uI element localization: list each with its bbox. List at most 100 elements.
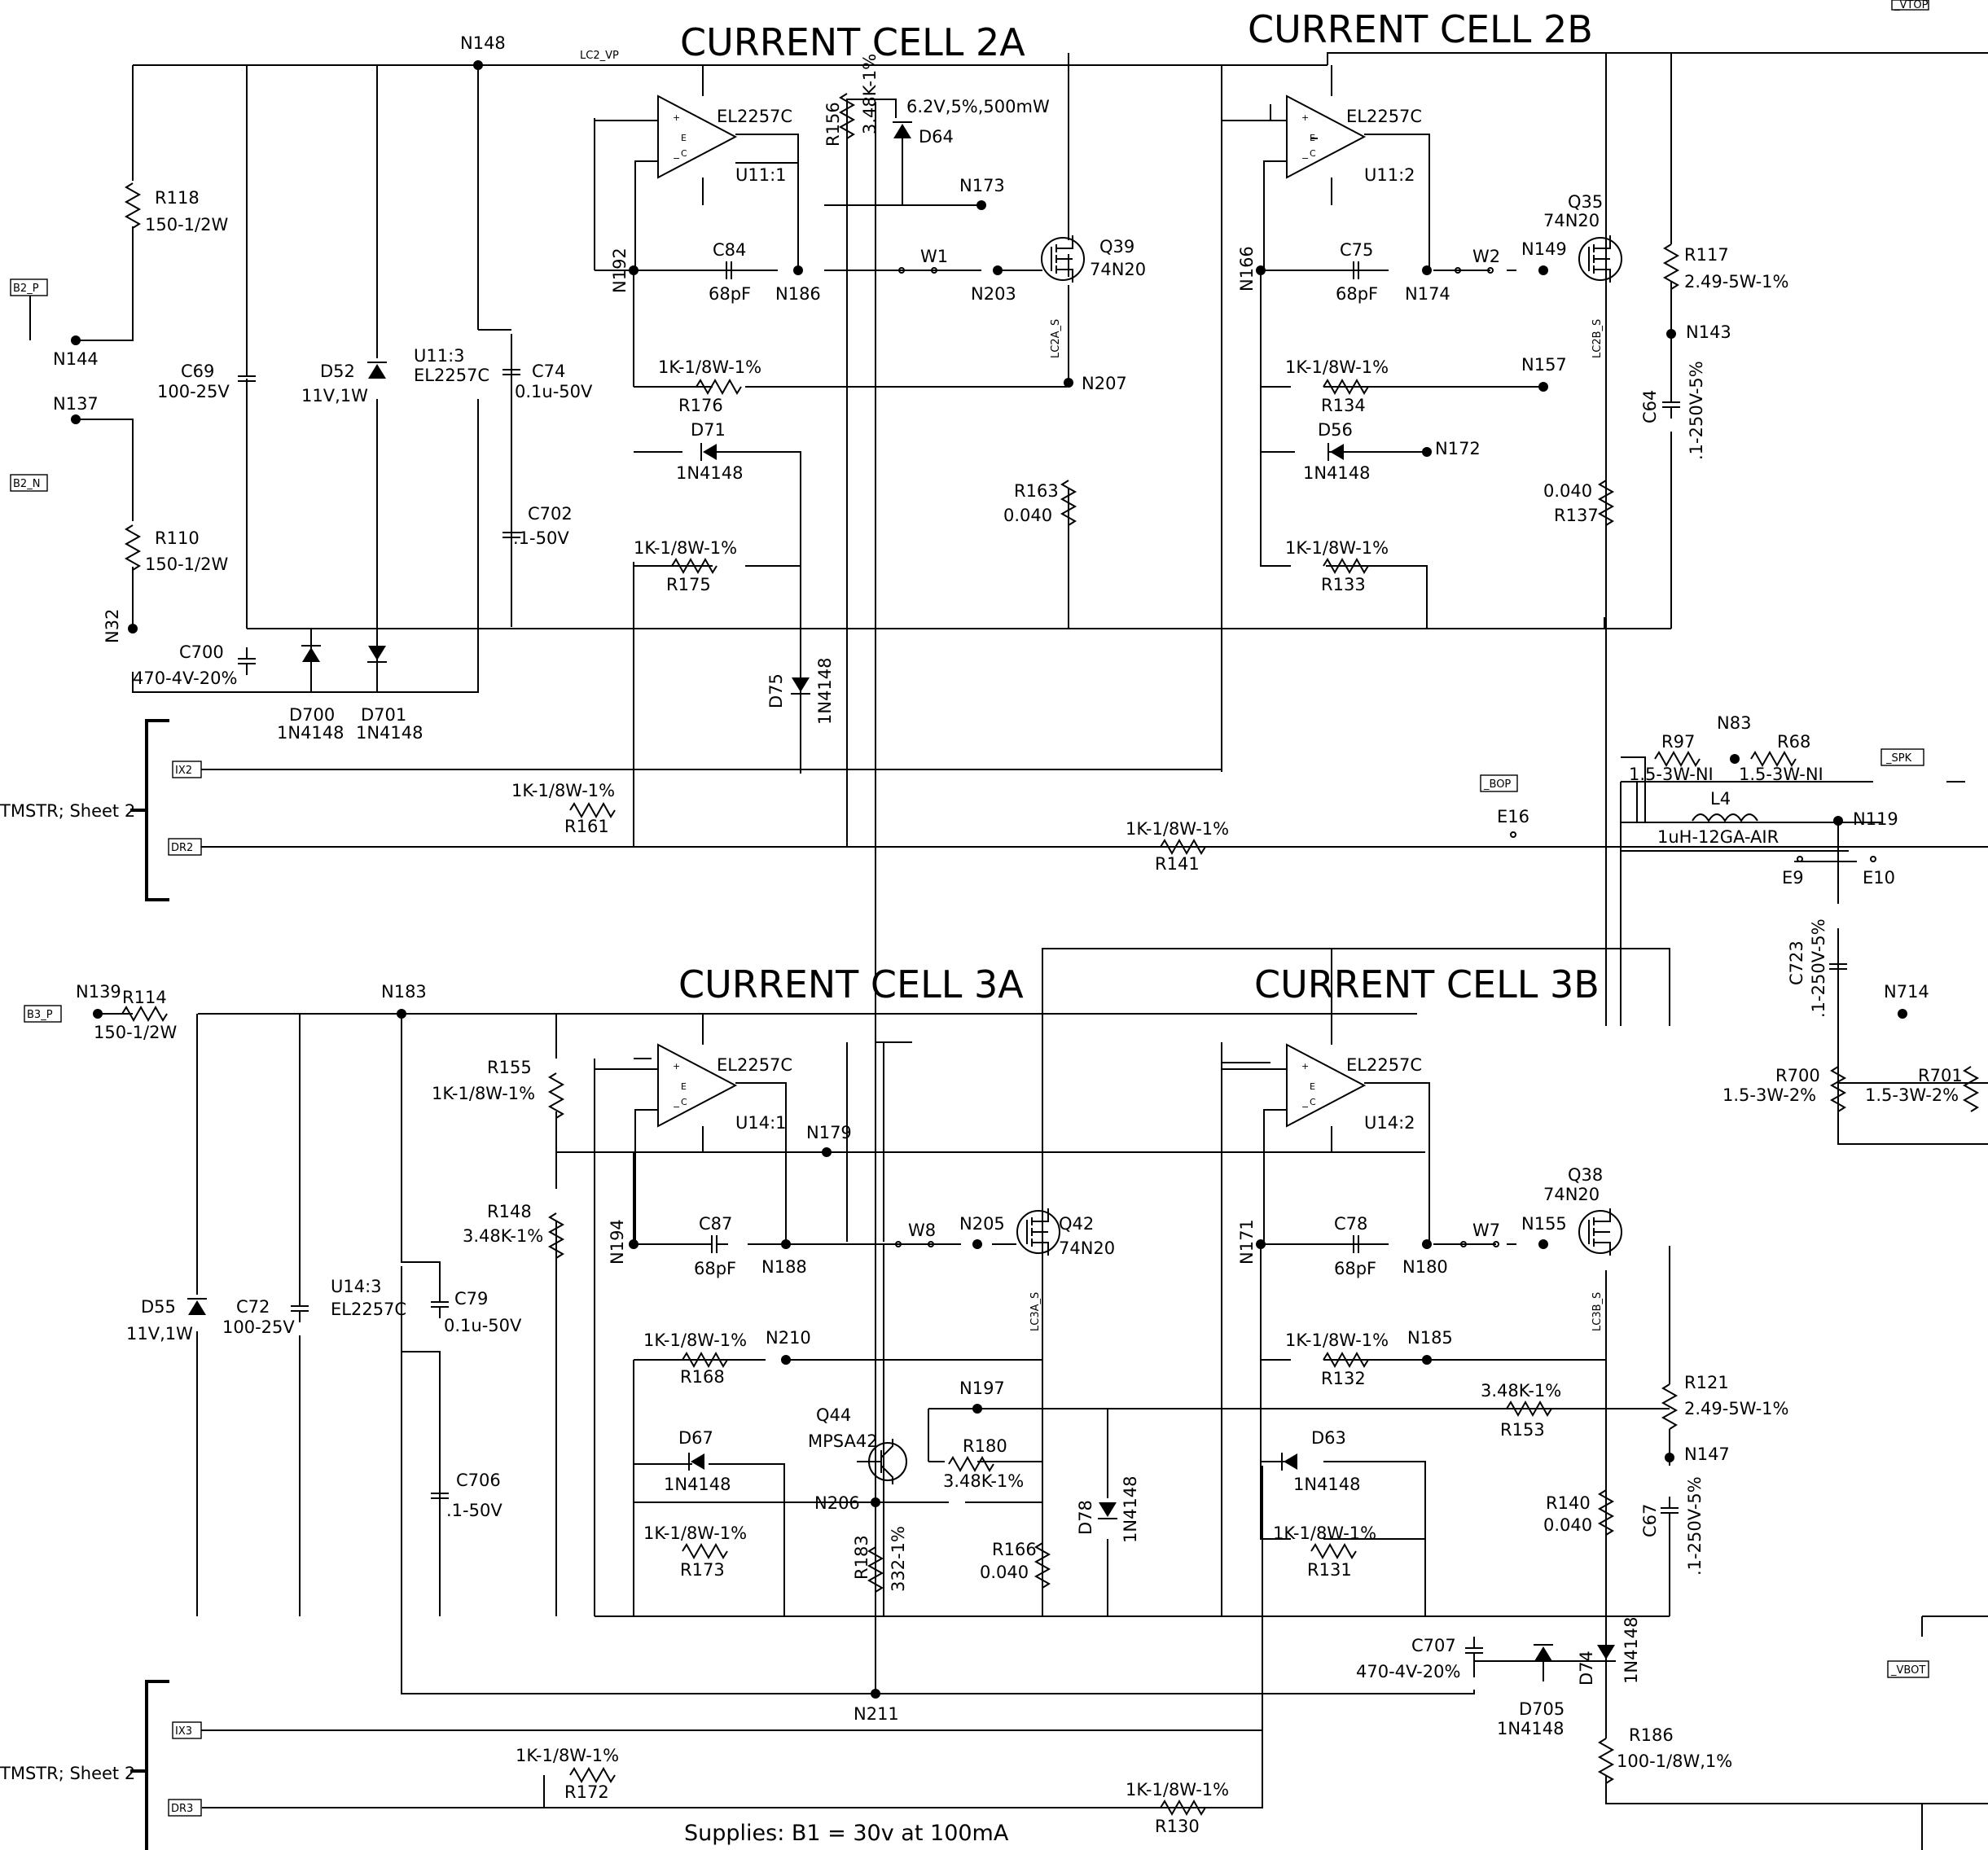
r117-ref: R117: [1684, 245, 1729, 265]
node-n180: N180: [1402, 1257, 1448, 1277]
port-b3-p: B3_P: [27, 1009, 53, 1021]
c67-val: .1-250V-5%: [1685, 1476, 1705, 1576]
c706-val: .1-50V: [446, 1501, 502, 1520]
d64-ref: D64: [919, 127, 954, 147]
r701-val: 1.5-3W-2%: [1865, 1085, 1959, 1105]
port-dr3: DR3: [171, 1803, 193, 1815]
q42-ref: Q42: [1059, 1214, 1094, 1234]
d55-val: 11V,1W: [126, 1324, 193, 1344]
q44-part: MPSA42: [808, 1431, 878, 1451]
r131-val: 1K-1/8W-1%: [1273, 1523, 1376, 1543]
r166-ref: R166: [992, 1540, 1037, 1559]
c702-ref: C702: [528, 504, 573, 524]
r168-ref: R168: [680, 1367, 725, 1387]
r153-ref: R153: [1500, 1420, 1545, 1440]
c64-val: .1-250V-5%: [1687, 361, 1706, 460]
r68-ref: R68: [1777, 732, 1810, 752]
node-n203: N203: [971, 284, 1016, 304]
r118-ref: R118: [155, 188, 200, 208]
r114-ref: R114: [122, 988, 167, 1007]
u14-3-part: EL2257C: [331, 1300, 406, 1319]
r155-val: 1K-1/8W-1%: [432, 1084, 535, 1103]
node-n206: N206: [814, 1493, 860, 1513]
node-n186: N186: [775, 284, 821, 304]
node-n144: N144: [53, 349, 99, 369]
node-n185: N185: [1407, 1328, 1453, 1348]
u11-2-ref: U11:2: [1364, 165, 1415, 185]
node-n171: N171: [1237, 1219, 1257, 1265]
r140-ref: R140: [1546, 1493, 1591, 1513]
test-points: E16 E9 E10: [1497, 807, 1895, 888]
r121-ref: R121: [1684, 1373, 1729, 1392]
d700-ref: D700: [289, 705, 335, 725]
title-cell-3a: CURRENT CELL 3A: [678, 962, 1024, 1006]
c723-ref: C723: [1787, 940, 1806, 985]
node-n172: N172: [1435, 439, 1481, 458]
node-n143: N143: [1686, 322, 1731, 342]
d64-val: 6.2V,5%,500mW: [906, 97, 1050, 116]
r110-val: 150-1/2W: [145, 555, 228, 574]
r161-ref: R161: [564, 817, 609, 836]
r68-val: 1.5-3W-NI: [1739, 765, 1823, 784]
sheet-brackets: TMSTR; Sheet 2 TMSTR; Sheet 2: [0, 719, 169, 1850]
wires-middle: [200, 756, 1988, 1145]
r175-val: 1K-1/8W-1%: [634, 538, 737, 558]
supplies-note: Supplies: B1 = 30v at 100mA: [684, 1821, 1009, 1846]
r130-val: 1K-1/8W-1%: [1126, 1780, 1229, 1800]
c84-ref: C84: [713, 240, 746, 260]
d56-val: 1N4148: [1303, 463, 1371, 483]
d67-ref: D67: [678, 1428, 713, 1448]
r97-ref: R97: [1661, 732, 1695, 752]
c84-val: 68pF: [709, 284, 751, 304]
c72-ref: C72: [236, 1297, 270, 1317]
port-spk: _SPK: [1885, 752, 1912, 765]
q38-ref: Q38: [1568, 1165, 1603, 1185]
c700-ref: C700: [179, 642, 224, 662]
c723-val: .1-250V-5%: [1809, 918, 1828, 1018]
u11-3-ref: U11:3: [414, 346, 465, 366]
r156-ref: R156: [823, 102, 843, 147]
d71-val: 1N4148: [676, 463, 744, 483]
d56-ref: D56: [1318, 420, 1353, 440]
c75-ref: C75: [1340, 240, 1373, 260]
r114-val: 150-1/2W: [94, 1023, 177, 1042]
d71-ref: D71: [691, 420, 726, 440]
port-b2-n: B2_N: [13, 478, 40, 490]
d67-val: 1N4148: [664, 1475, 731, 1494]
d705-val: 1N4148: [1497, 1719, 1565, 1738]
tp-e9: E9: [1782, 868, 1804, 888]
u14-2-part: EL2257C: [1346, 1055, 1422, 1075]
diodes: D52 11V,1W 6.2V,5%,500mW D64 D71 1N4148 …: [126, 97, 1641, 1738]
sig-lc2-vp: LC2_VP: [580, 50, 619, 62]
link-w7: W7: [1472, 1221, 1500, 1240]
q39-ref: Q39: [1099, 237, 1134, 256]
capacitors: C69 100-25V C74 0.1u-50V C702 .1-50V C70…: [133, 240, 1848, 1681]
r155-ref: R155: [487, 1058, 532, 1077]
port-dr2: DR2: [171, 842, 193, 854]
r132-val: 1K-1/8W-1%: [1285, 1331, 1389, 1350]
c79-val: 0.1u-50V: [444, 1316, 522, 1335]
d52-val: 11V,1W: [301, 386, 368, 406]
r130-ref: R130: [1155, 1817, 1200, 1836]
r134-ref: R134: [1321, 396, 1366, 415]
r172-ref: R172: [564, 1782, 609, 1802]
node-n194: N194: [608, 1219, 627, 1265]
port-ix2: IX2: [175, 765, 192, 777]
q42-part: 74N20: [1059, 1238, 1115, 1258]
l4-ref: L4: [1710, 789, 1731, 809]
l4-val: 1uH-12GA-AIR: [1657, 827, 1779, 847]
d78-val: 1N4148: [1121, 1475, 1140, 1543]
r131-ref: R131: [1307, 1560, 1352, 1580]
r117-val: 2.49-5W-1%: [1684, 272, 1789, 292]
port-ix3: IX3: [175, 1725, 192, 1738]
d55-ref: D55: [141, 1297, 176, 1317]
r175-ref: R175: [666, 575, 711, 594]
link-w1: W1: [920, 247, 948, 266]
r134-val: 1K-1/8W-1%: [1285, 357, 1389, 377]
c702-val: .1-50V: [513, 528, 569, 548]
title-cell-3b: CURRENT CELL 3B: [1254, 962, 1600, 1006]
c64-ref: C64: [1640, 390, 1660, 423]
r183-val: 332-1%: [889, 1526, 908, 1592]
r137-ref: R137: [1554, 506, 1599, 525]
port-bop: _BOP: [1483, 778, 1511, 791]
